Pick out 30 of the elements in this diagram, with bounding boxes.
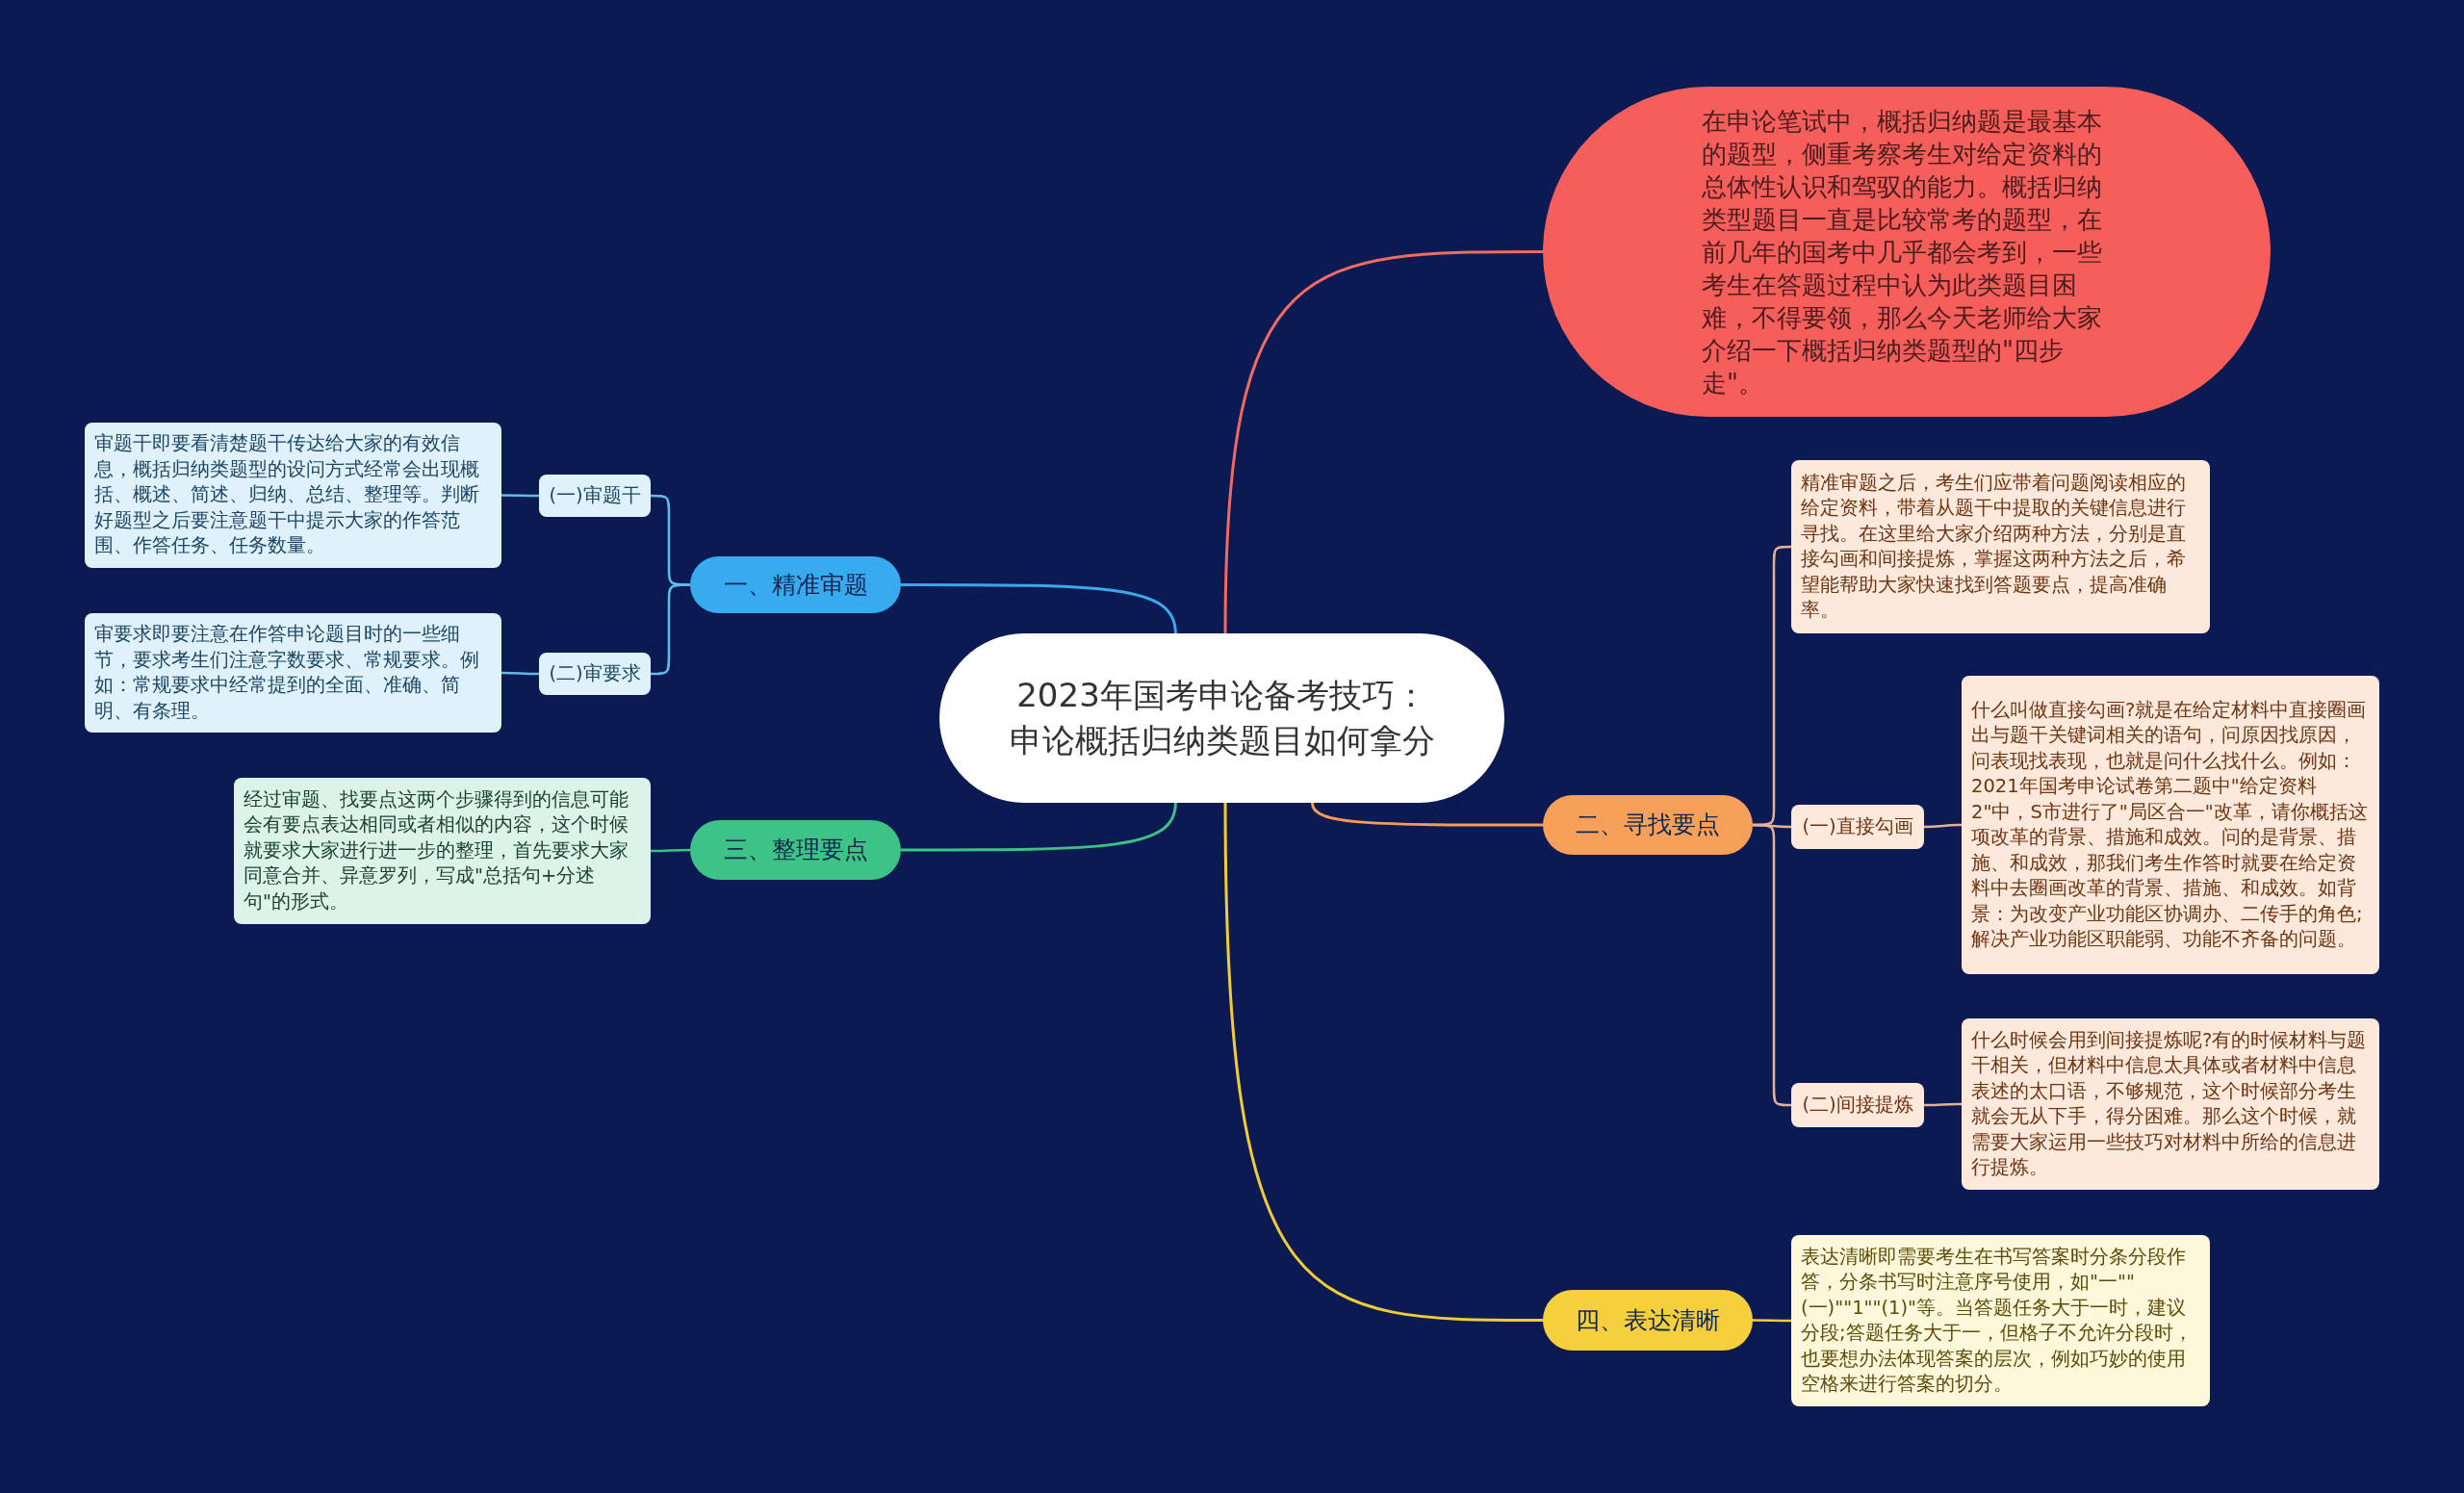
note-box: 经过审题、找要点这两个步骤得到的信息可能会有要点表达相同或者相似的内容，这个时候就要求大家进行进一步的整理，首先要求大家同意合并、异意罗列，写成"总括句+分述句"的形式。: [234, 778, 651, 924]
subtopic-label: (二)审要求: [539, 653, 651, 695]
branch-topic: 三、整理要点: [690, 820, 901, 880]
connector-line: [651, 848, 690, 853]
note-box: 表达清晰即需要考生在书写答案时分条分段作答，分条书写时注意序号使用，如"一""(一)""1""(1)"等。当答题任务大于一时，建议分段;答题任务大于一，但格子不允许分段时，也要想办法体现答案的层次，例如巧妙的使用空格来进行答案的切分。: [1791, 1235, 2210, 1406]
note-box: 什么时候会用到间接提炼呢?有的时候材料与题干相关，但材料中信息太具体或者材料中信息表述的太口语，不够规范，这个时候部分考生就会无从下手，得分困难。那么这个时候，就需要大家运用一些技巧对材料中所给的信息进行提炼。: [1962, 1018, 2379, 1190]
branch-topic: 一、精准审题: [690, 556, 901, 613]
connector-line: [901, 802, 1177, 852]
note-box: 审题干即要看清楚题干传达给大家的有效信息，概括归纳类题型的设问方式经常会出现概括、概述、简述、归纳、总结、整理等。判断好题型之后要注意题干中提示大家的作答范围、作答任务、任务数量。: [85, 423, 501, 568]
subtopic-label: (二)间接提炼: [1791, 1083, 1924, 1127]
branch-topic: 四、表达清晰: [1543, 1290, 1753, 1351]
subtopic-label: (一)直接勾画: [1791, 805, 1924, 849]
connector-line: [1753, 823, 1791, 1107]
connector-line: [501, 494, 539, 498]
connector-line: [501, 671, 539, 676]
note-box: 什么叫做直接勾画?就是在给定材料中直接圈画出与题干关键词相关的语句，问原因找原因，问表现找表现，也就是问什么找什么。例如：2021年国考申论试卷第二题中"给定资料2"中，S市进行了"局区合一"改革，请你概括这项改革的背景、措施和成效。问的是背景、措施、和成效，那我们考生作答时就要在给定资料中去圈画改革的背景、措施、和成效。如背景：为改变产业功能区协调办、二传手的角色;解决产业功能区职能弱、功能不齐备的问题。: [1962, 676, 2379, 974]
connector-line: [651, 583, 690, 676]
connector-line: [1223, 802, 1543, 1322]
connector-line: [1223, 250, 1543, 634]
connector-line: [1924, 1102, 1962, 1107]
central-topic: 2023年国考申论备考技巧：申论概括归纳类题目如何拿分: [939, 633, 1504, 803]
connector-line: [1924, 823, 1962, 829]
branch-topic: 二、寻找要点: [1543, 795, 1753, 855]
note-box: 审要求即要注意在作答申论题目时的一些细节，要求考生们注意字数要求、常规要求。例如：常规要求中经常提到的全面、准确、简明、有条理。: [85, 613, 501, 733]
connector-line: [1310, 802, 1543, 827]
note-box: 精准审题之后，考生们应带着问题阅读相应的给定资料，带着从题干中提取的关键信息进行寻找。在这里给大家介绍两种方法，分别是直接勾画和间接提炼，掌握这两种方法之后，希望能帮助大家快速找到答题要点，提高准确率。: [1791, 460, 2210, 633]
summary-bubble: 在申论笔试中，概括归纳题是最基本的题型，侧重考察考生对给定资料的总体性认识和驾驭的能力。概括归纳类型题目一直是比较常考的题型，在前几年的国考中几乎都会考到，一些考生在答题过程中认为此类题目困难，不得要领，那么今天老师给大家介绍一下概括归纳类题型的"四步走"。: [1543, 87, 2271, 417]
connector-line: [1753, 1319, 1791, 1323]
subtopic-label: (一)审题干: [539, 475, 651, 517]
connector-line: [901, 583, 1177, 634]
